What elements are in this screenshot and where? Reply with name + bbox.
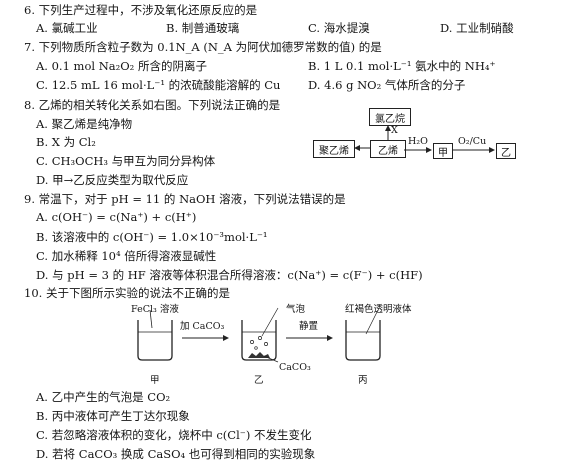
yi-box: 乙 <box>496 143 516 159</box>
beaker-bing <box>345 309 381 361</box>
beaker-yi-label: 乙 <box>254 375 264 386</box>
q7-option-d: D. 4.6 g NO₂ 气体所含的分子 <box>308 78 466 92</box>
q7-option-a: A. 0.1 mol Na₂O₂ 所含的阴离子 <box>36 59 207 73</box>
q10-option-c: C. 若忽略溶液体积的变化，烧杯中 c(Cl⁻) 不发生变化 <box>36 428 312 442</box>
o2cu-label: O₂/Cu <box>458 136 487 147</box>
q6-option-a: A. 氯碱工业 <box>36 21 98 35</box>
beaker-jia-label: 甲 <box>150 375 160 386</box>
q10-option-a: A. 乙中产生的气泡是 CO₂ <box>36 390 171 404</box>
red-liquid-label: 红褐色透明液体 <box>345 304 412 315</box>
q9-option-b: B. 该溶液中的 c(OH⁻) = 1.0×10⁻³mol·L⁻¹ <box>36 230 268 244</box>
q10-option-d: D. 若将 CaCO₃ 换成 CaSO₄ 也可得到相同的实验现象 <box>36 447 316 461</box>
beaker-jia <box>137 309 173 361</box>
q7-stem: 7. 下列物质所含粒子数为 0.1N_A (N_A 为阿伏加德罗常数的值) 的是 <box>24 40 382 54</box>
add-caco3-label: 加 CaCO₃ <box>180 321 225 332</box>
q6-stem: 6. 下列生产过程中，不涉及氧化还原反应的是 <box>24 3 258 17</box>
beaker-yi <box>241 307 279 363</box>
q8-option-c: C. CH₃OCH₃ 与甲互为同分异构体 <box>36 154 216 168</box>
fecl3-label: FeCl₃ 溶液 <box>131 304 179 315</box>
q6-option-c: C. 海水提溴 <box>308 21 370 35</box>
q7-option-c: C. 12.5 mL 16 mol·L⁻¹ 的浓硫酸能溶解的 Cu <box>36 78 281 92</box>
q8-option-a: A. 聚乙烯是纯净物 <box>36 117 133 131</box>
bubble-label: 气泡 <box>286 304 306 315</box>
q9-stem: 9. 常温下，对于 pH = 11 的 NaOH 溶液，下列说法错误的是 <box>24 192 346 206</box>
q9-option-d: D. 与 pH = 3 的 HF 溶液等体积混合所得溶液：c(Na⁺) = c(… <box>36 268 423 282</box>
q6-option-d: D. 工业制硝酸 <box>440 21 514 35</box>
q8-option-b: B. X 为 Cl₂ <box>36 135 96 149</box>
q10-stem: 10. 关于下图所示实验的说法不正确的是 <box>24 286 230 300</box>
caco3-label: CaCO₃ <box>279 362 311 373</box>
beaker-bing-label: 丙 <box>358 375 368 386</box>
q6-option-b: B. 制普通玻璃 <box>166 21 240 35</box>
q8-stem: 8. 乙烯的相关转化关系如右图。下列说法正确的是 <box>24 98 281 112</box>
q7-option-b: B. 1 L 0.1 mol·L⁻¹ 氨水中的 NH₄⁺ <box>308 59 496 73</box>
q9-option-c: C. 加水稀释 10⁴ 倍所得溶液显碱性 <box>36 249 217 263</box>
settle-label: 静置 <box>299 321 319 332</box>
h2o-label: H₂O <box>408 136 428 147</box>
jia-box: 甲 <box>433 143 453 159</box>
ethylene-box: 乙烯 <box>370 140 406 158</box>
q8-option-d: D. 甲→乙反应类型为取代反应 <box>36 173 189 187</box>
q10-beakers <box>137 307 381 363</box>
x-label: X <box>391 125 398 136</box>
q9-option-a: A. c(OH⁻) = c(Na⁺) + c(H⁺) <box>36 210 197 224</box>
q10-option-b: B. 丙中液体可产生丁达尔现象 <box>36 409 190 423</box>
q8-diagram-arrows <box>354 125 495 153</box>
